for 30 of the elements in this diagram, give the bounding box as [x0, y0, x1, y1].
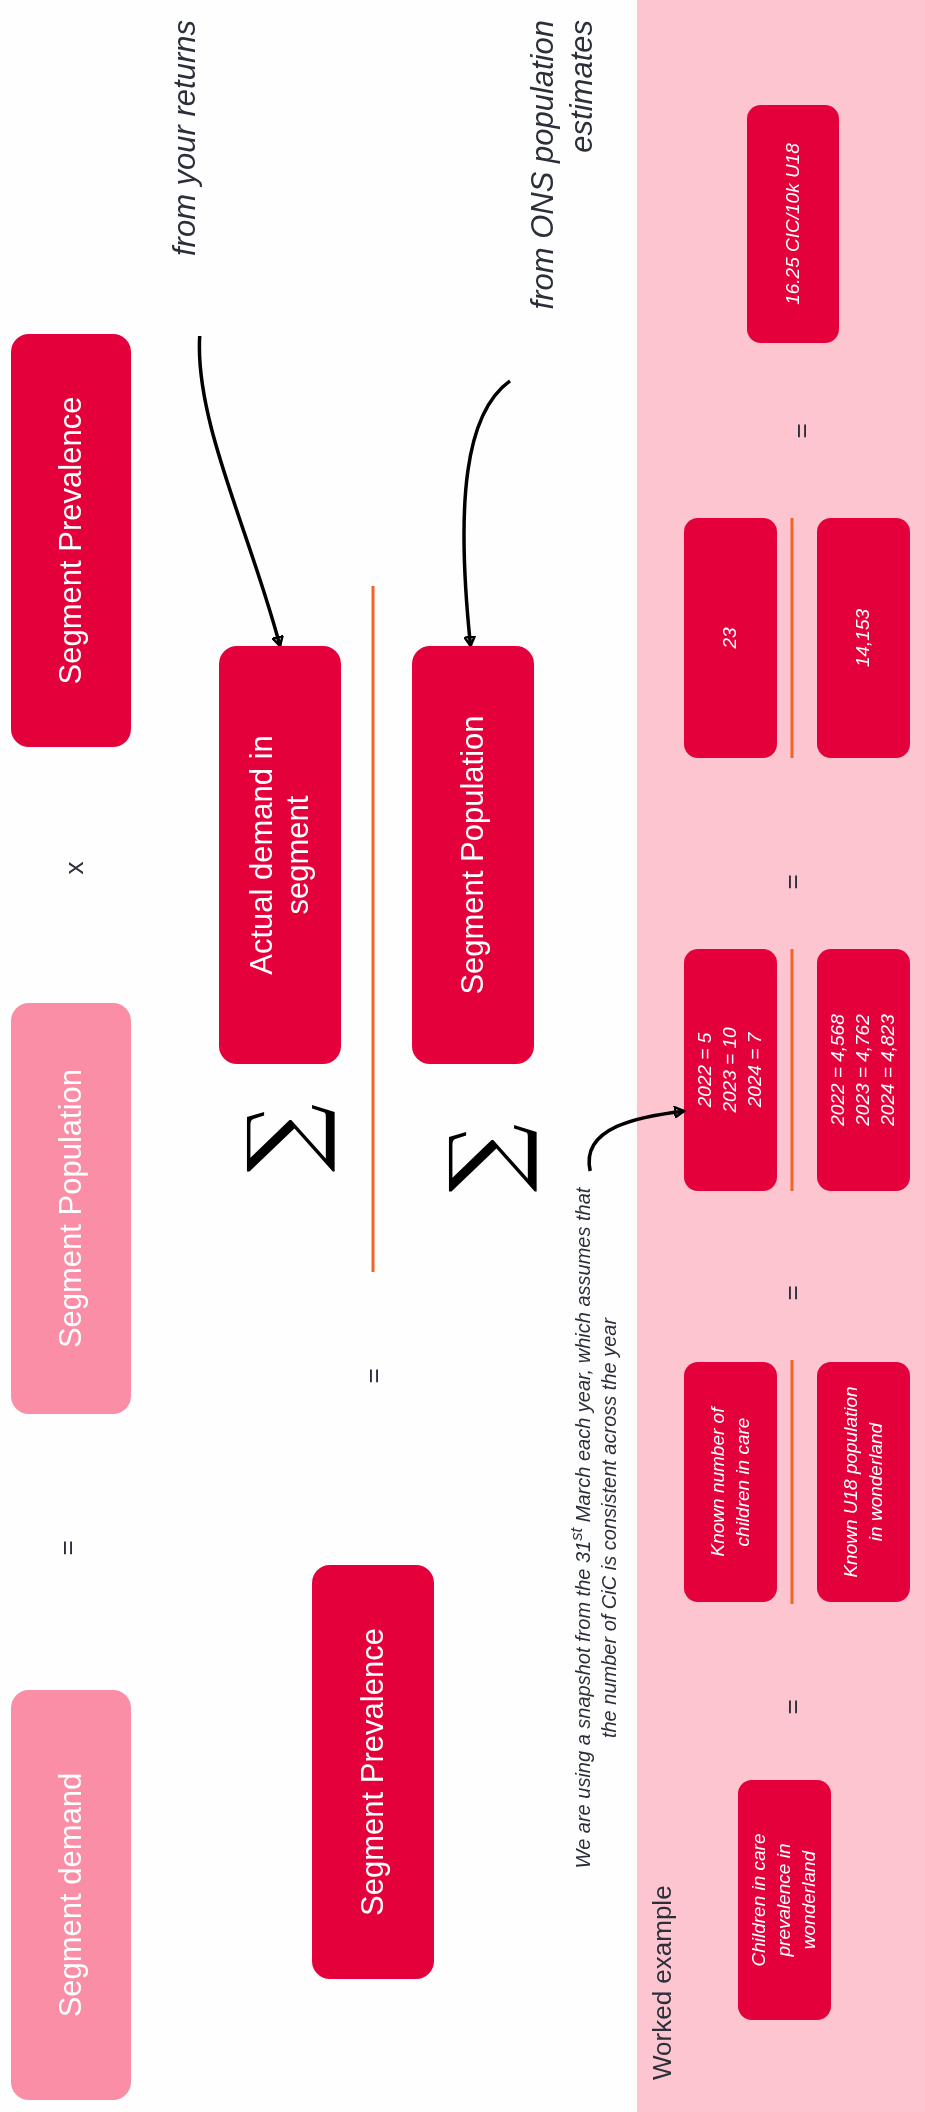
- operator-sign: =: [776, 1699, 808, 1715]
- formula-term-box: Segment Prevalence: [11, 334, 131, 747]
- operator-sign: =: [357, 1368, 389, 1384]
- example-value-box: Known U18 population in wonderland: [817, 1362, 910, 1602]
- worked-example-panel: [637, 0, 925, 2112]
- formula-term-box: Actual demand in segment: [219, 646, 341, 1064]
- arrow: [587, 1106, 686, 1172]
- arrow: [462, 379, 512, 648]
- formula-term-box: Segment Population: [412, 646, 534, 1064]
- panel-heading: Worked example: [647, 1885, 678, 2080]
- example-value-box: 16.25 CIC/10k U18: [747, 105, 839, 343]
- example-value-box: 2022 = 4,568 2023 = 4,762 2024 = 4,823: [817, 949, 910, 1191]
- example-value-box: Children in care prevalence in wonderland: [738, 1780, 831, 2020]
- summation-sign: ∑: [227, 1103, 339, 1173]
- summation-sign: ∑: [429, 1123, 541, 1193]
- operator-sign: =: [785, 423, 817, 439]
- arrow: [197, 336, 284, 648]
- formula-term-box: Segment Population: [11, 1003, 131, 1414]
- annotation-text: from your returns: [150, 20, 220, 336]
- example-value-box: 14,153: [817, 518, 910, 758]
- operator-sign: =: [51, 1540, 83, 1556]
- formula-term-box: Segment Prevalence: [312, 1565, 434, 1979]
- example-value-box: 23: [684, 518, 777, 758]
- formula-term-box: Segment demand: [11, 1690, 131, 2100]
- operator-sign: =: [776, 874, 808, 890]
- example-value-box: 2022 = 5 2023 = 10 2024 = 7: [684, 949, 777, 1191]
- example-value-box: Known number of children in care: [684, 1362, 777, 1602]
- annotation-text: from ONS population estimates: [510, 20, 615, 404]
- operator-sign: x: [58, 861, 90, 875]
- operator-sign: =: [776, 1285, 808, 1301]
